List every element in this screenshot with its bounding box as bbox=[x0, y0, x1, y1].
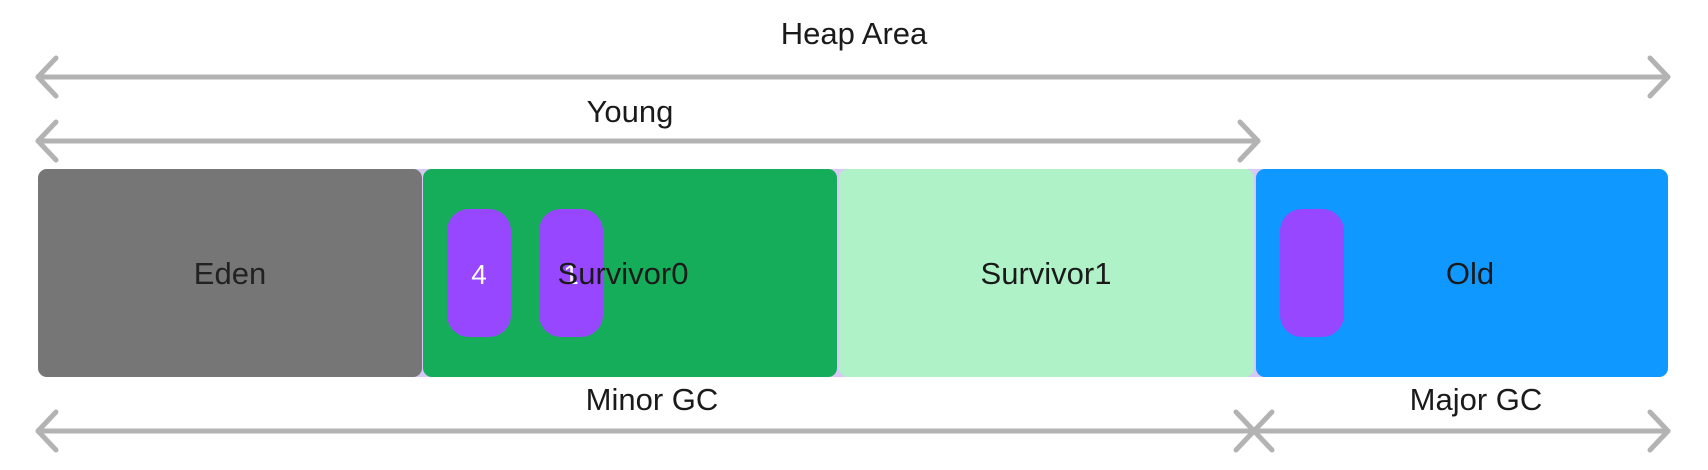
minor-gc-arrow bbox=[35, 409, 1257, 453]
object-block bbox=[539, 209, 603, 337]
object-block bbox=[1280, 209, 1344, 337]
survivor0-region bbox=[423, 169, 837, 377]
major-gc-arrow bbox=[1251, 409, 1671, 453]
old-region bbox=[1256, 169, 1668, 377]
heap-area-label: Heap Area bbox=[781, 16, 928, 51]
object-block bbox=[447, 209, 511, 337]
eden-label: Eden bbox=[194, 256, 266, 291]
young-label: Young bbox=[587, 94, 674, 129]
survivor1-label: Survivor1 bbox=[981, 256, 1112, 291]
survivor0-label: Survivor0 bbox=[558, 256, 689, 291]
old-label: Old bbox=[1446, 256, 1494, 291]
survivor1-region bbox=[839, 169, 1254, 377]
eden-region bbox=[38, 169, 422, 377]
object-label: 1 bbox=[563, 259, 579, 290]
young-arrow bbox=[35, 119, 1261, 163]
major-gc-label: Major GC bbox=[1410, 382, 1543, 417]
object-label: 4 bbox=[471, 259, 487, 290]
heap-area-arrow bbox=[35, 55, 1671, 99]
minor-gc-label: Minor GC bbox=[586, 382, 719, 417]
